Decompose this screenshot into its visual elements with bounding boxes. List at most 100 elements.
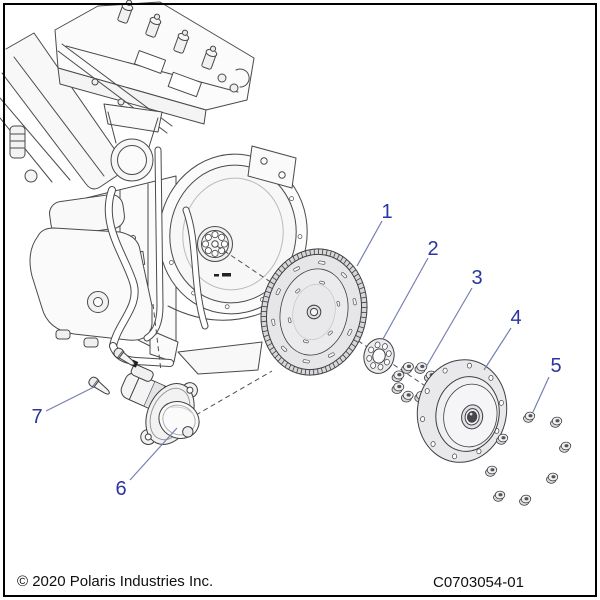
flywheel-slot: [293, 266, 301, 272]
drum-rim-hole: [420, 416, 426, 422]
gear-tooth: [261, 320, 267, 323]
gear-tooth: [265, 338, 271, 342]
gear-tooth: [336, 254, 340, 260]
starter-motor: [120, 359, 200, 445]
gear-tooth: [360, 321, 366, 324]
gear-tooth: [324, 366, 328, 372]
gear-tooth: [262, 300, 268, 303]
drawing-number: C0703054-01: [433, 574, 524, 591]
gear-tooth: [317, 368, 319, 375]
gear-tooth: [296, 367, 299, 373]
gear-tooth: [278, 268, 283, 273]
flange-hole: [220, 240, 228, 248]
gear-tooth: [321, 367, 323, 374]
gear-tooth: [361, 296, 367, 299]
gear-tooth: [263, 295, 270, 298]
gear-tooth: [277, 357, 282, 362]
crankshaft-flange: [197, 226, 233, 262]
washer-hole: [366, 355, 373, 362]
gear-tooth: [261, 325, 267, 328]
mounting-bolt: [88, 376, 110, 395]
flywheel-slot: [318, 260, 326, 265]
hex-nut-opening: [406, 364, 412, 369]
callout-3: 3: [471, 267, 483, 289]
flywheel-slot: [287, 317, 292, 324]
washer-hole: [370, 362, 377, 369]
flywheel-slot: [347, 328, 353, 336]
starter-dome: [158, 401, 200, 439]
leader-line-7: [45, 386, 95, 412]
gear-tooth: [300, 368, 303, 374]
gear-tooth: [346, 262, 351, 267]
gear-tooth: [359, 286, 365, 290]
gear-tooth: [361, 311, 367, 313]
gear-tooth: [292, 256, 296, 262]
gear-tooth: [351, 269, 357, 274]
callout-5: 5: [550, 355, 562, 377]
gear-tooth: [336, 360, 340, 366]
leader-line-2: [382, 257, 429, 340]
gear-tooth: [288, 258, 292, 264]
callout-1: 1: [381, 201, 393, 223]
gear-tooth: [333, 252, 336, 258]
washer-hole: [377, 363, 384, 371]
drum-rim-hole: [452, 453, 458, 460]
gear-tooth: [304, 369, 307, 375]
gear-tooth: [361, 306, 367, 308]
flywheel-slot: [319, 280, 325, 285]
gear-tooth: [269, 346, 275, 351]
engine-line-art: [0, 0, 308, 375]
gear-tooth: [281, 359, 285, 365]
leader-line-4: [483, 327, 512, 371]
flywheel-slot: [275, 288, 281, 296]
leader-line-1: [356, 220, 383, 267]
gear-tooth: [353, 273, 359, 278]
copyright-text: © 2020 Polaris Industries Inc.: [17, 573, 214, 590]
gear-tooth: [325, 250, 328, 256]
gear-tooth: [349, 265, 354, 270]
washer-hole: [381, 343, 388, 350]
gear-tooth: [267, 342, 273, 347]
gear-tooth: [348, 347, 353, 352]
mounting-bolts: [88, 347, 135, 395]
washer-plate: [363, 338, 395, 374]
leader-line-6: [129, 427, 178, 481]
flange-hole: [211, 249, 219, 257]
gear-tooth: [274, 354, 279, 359]
drum-rim-hole: [488, 375, 494, 381]
gear-tooth: [360, 291, 366, 294]
gear-tooth: [329, 251, 332, 257]
flywheel-slot: [340, 272, 348, 279]
flywheel-slot: [295, 288, 301, 294]
gear-tooth: [281, 265, 286, 270]
drum-rim-hole: [442, 367, 448, 374]
gear-tooth: [272, 276, 277, 281]
gear-tooth: [332, 362, 336, 368]
gear-tooth: [340, 256, 344, 262]
gear-tooth: [262, 330, 268, 333]
flange-hole: [218, 233, 226, 241]
hex-nut-opening: [551, 475, 556, 479]
leader-line-5: [532, 376, 550, 413]
flywheel-slot: [303, 339, 309, 344]
gear-tooth: [351, 343, 356, 348]
flange-hole: [211, 231, 219, 239]
gear-tooth: [361, 301, 367, 304]
gear-tooth: [261, 305, 268, 308]
gear-tooth: [284, 362, 288, 368]
hex-nut-opening: [501, 436, 506, 440]
drum-rim-hole: [430, 441, 436, 447]
gear-tooth: [355, 277, 361, 282]
gear-tooth: [305, 250, 307, 257]
flywheel-slot: [352, 298, 357, 306]
throttle-body: [103, 103, 163, 182]
gear-tooth: [288, 364, 292, 370]
hex-nut-opening: [564, 444, 569, 448]
gear-tooth: [321, 249, 324, 255]
gear-tooth: [360, 316, 367, 319]
hex-nut-opening: [498, 493, 503, 497]
leader-line-3: [425, 287, 473, 368]
gear-tooth: [317, 249, 319, 255]
clutch-drum: [416, 359, 508, 463]
